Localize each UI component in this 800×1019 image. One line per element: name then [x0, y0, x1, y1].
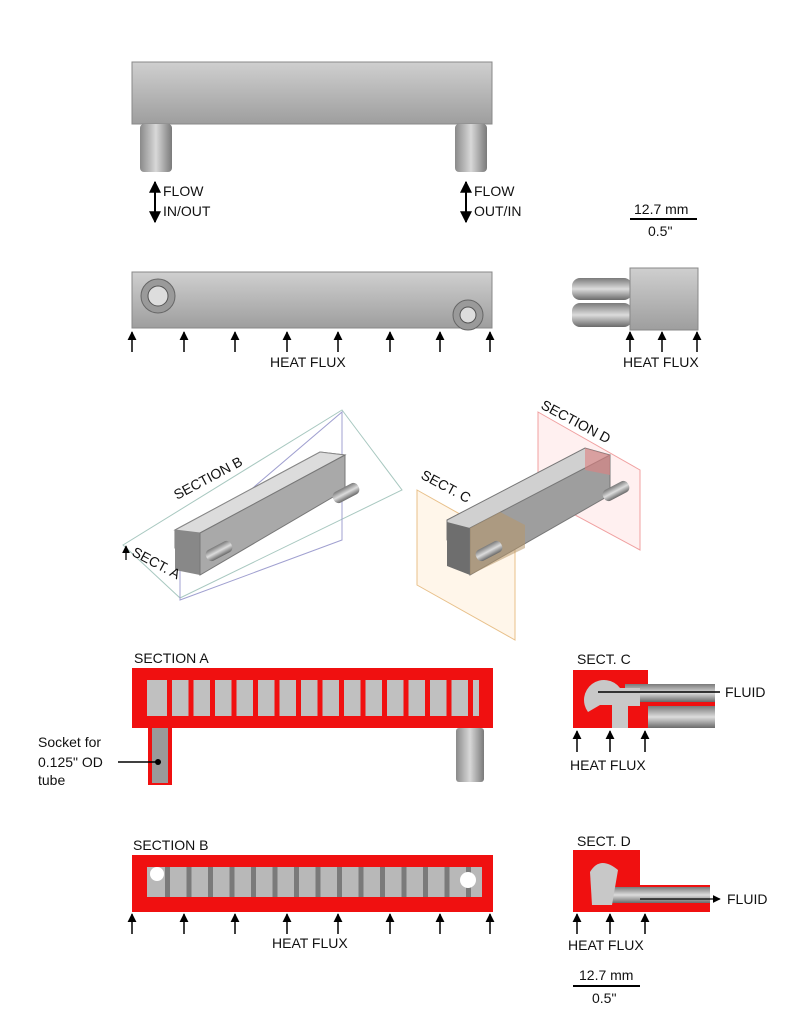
channel-fin — [188, 680, 194, 716]
sect-d-title: SECT. D — [577, 833, 631, 849]
iso-view-left: SECTION B SECT. A — [122, 409, 403, 601]
channel-fin — [186, 867, 192, 897]
sect-d: SECT. D FLUID HEAT FLUX — [568, 833, 767, 953]
scale-imperial: 0.5" — [592, 990, 616, 1006]
scale-bar-bottom: 12.7 mm 0.5" — [573, 967, 640, 1006]
side-view: HEAT FLUX — [572, 267, 702, 370]
channel-fin — [167, 680, 172, 716]
flow-label-left: FLOW — [163, 183, 204, 199]
channel-fin — [317, 680, 323, 716]
fluid-label: FLUID — [725, 684, 765, 700]
channel-fin — [274, 680, 280, 716]
socket-note-line3: tube — [38, 772, 65, 788]
channel-fin — [468, 680, 473, 716]
channel-fin — [360, 680, 366, 716]
channel-fin — [296, 680, 301, 716]
top-view: FLOW IN/OUT FLOW OUT/IN — [131, 61, 521, 224]
channel-fin — [444, 867, 450, 897]
section-b: SECTION B HEAT FLUX — [127, 837, 495, 951]
channel-fin — [358, 867, 364, 897]
heat-flux-label: HEAT FLUX — [270, 354, 346, 370]
heat-flux-label: HEAT FLUX — [570, 757, 646, 773]
channel-fin — [294, 867, 299, 897]
channel-fin — [380, 867, 385, 897]
section-a-title: SECTION A — [134, 650, 209, 666]
channel-fin — [382, 680, 387, 716]
heat-flux-label: HEAT FLUX — [272, 935, 348, 951]
channel-fin — [339, 680, 344, 716]
heat-flux-label: HEAT FLUX — [623, 354, 699, 370]
section-a: SECTION A Socket for 0.125" OD tube — [38, 650, 493, 788]
channel-fin — [401, 867, 407, 897]
flow-label-right: FLOW — [474, 183, 515, 199]
flow-direction-left: IN/OUT — [163, 203, 211, 219]
sect-c: SECT. C FLUID HEAT FLUX — [570, 651, 765, 773]
scale-bar-top: 12.7 mm 0.5" — [630, 201, 697, 239]
channel-fin — [165, 867, 170, 897]
socket-note-line1: Socket for — [38, 734, 101, 750]
section-b-marker: SECTION B — [171, 453, 245, 503]
socket-note-line2: 0.125" OD — [38, 754, 103, 770]
iso-view-right: SECT. C SECTION D — [416, 397, 641, 641]
section-b-title: SECTION B — [133, 837, 208, 853]
channel-fin — [272, 867, 278, 897]
channel-fin — [208, 867, 213, 897]
channel-fin — [337, 867, 342, 897]
front-view: HEAT FLUX — [127, 271, 495, 370]
scale-metric: 12.7 mm — [634, 201, 688, 217]
scale-metric: 12.7 mm — [579, 967, 633, 983]
heat-flux-label: HEAT FLUX — [568, 937, 644, 953]
sect-c-title: SECT. C — [577, 651, 631, 667]
fluid-label: FLUID — [727, 891, 767, 907]
channel-fin — [425, 680, 430, 716]
channel-fin — [403, 680, 409, 716]
channel-fin — [210, 680, 215, 716]
channel-fin — [315, 867, 321, 897]
channel-fin — [229, 867, 235, 897]
channel-fin — [231, 680, 237, 716]
channel-fin — [446, 680, 452, 716]
channel-fin — [251, 867, 256, 897]
flow-direction-right: OUT/IN — [474, 203, 521, 219]
channel-fin — [423, 867, 428, 897]
channel-fin — [253, 680, 258, 716]
scale-imperial: 0.5" — [648, 223, 672, 239]
